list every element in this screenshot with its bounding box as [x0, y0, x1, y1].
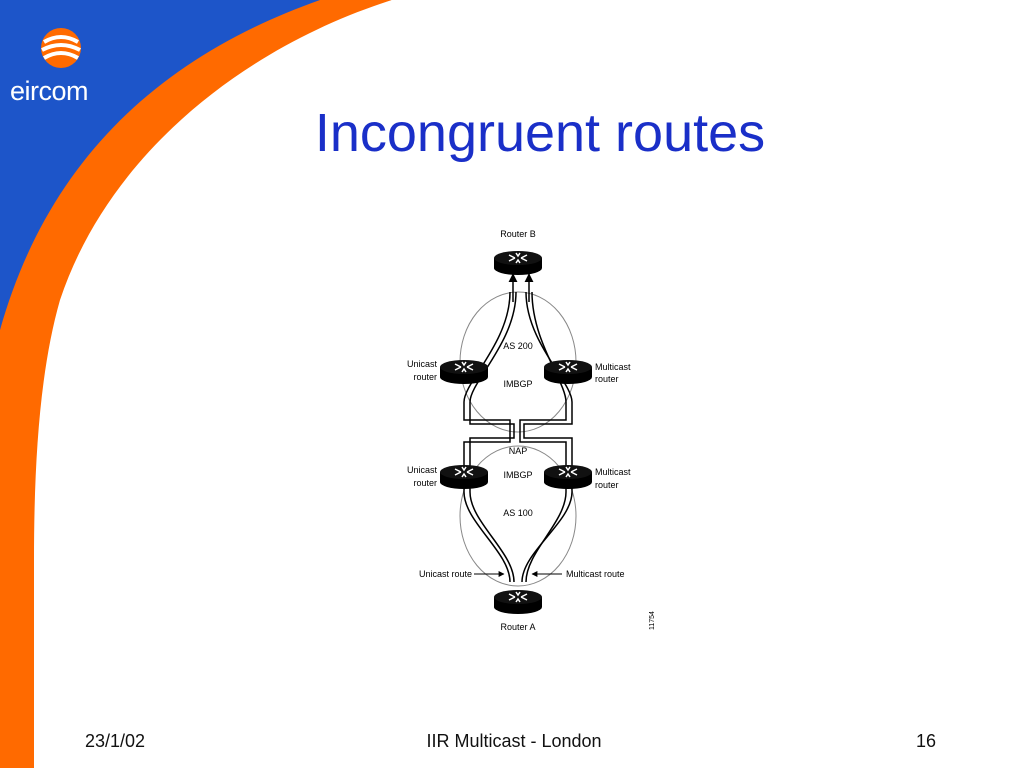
logo-globe-icon — [41, 28, 81, 68]
unicast-router-bottom-label-1: Unicast — [407, 465, 438, 475]
nap-label: NAP — [509, 446, 528, 456]
page-number: 16 — [915, 731, 936, 751]
as100-boundary — [459, 445, 577, 587]
imbgp-bottom-label: IMBGP — [503, 470, 532, 480]
multicast-router-top-label-2: router — [595, 374, 619, 384]
blue-corner — [0, 0, 320, 330]
footer-title: IIR Multicast - London — [426, 731, 602, 751]
router-a-label: Router A — [500, 622, 535, 632]
multicast-router-bottom-label-1: Multicast — [595, 467, 631, 477]
multicast-route-label: Multicast route — [566, 569, 625, 579]
multicast-router-top-label-1: Multicast — [595, 362, 631, 372]
incongruent-routes-diagram: Router B AS 200 Unicast router Multicast… — [407, 229, 656, 632]
unicast-router-top-label-1: Unicast — [407, 359, 438, 369]
router-a-icon — [493, 589, 543, 615]
multicast-router-bottom-label-2: router — [595, 480, 619, 490]
unicast-router-bottom-label-2: router — [413, 478, 437, 488]
router-b-icon — [493, 250, 543, 276]
multicast-router-top-icon — [543, 359, 593, 385]
unicast-route-label: Unicast route — [419, 569, 472, 579]
orange-band — [0, 0, 392, 768]
footer-date: 23/1/02 — [85, 731, 146, 751]
imbgp-top-label: IMBGP — [503, 379, 532, 389]
unicast-path — [463, 291, 517, 583]
figure-number: 11754 — [649, 611, 656, 630]
multicast-router-bottom-icon — [543, 464, 593, 490]
router-b-label: Router B — [500, 229, 536, 239]
as100-label: AS 100 — [503, 508, 533, 518]
eircom-logo: eircom — [6, 24, 116, 106]
unicast-router-bottom-icon — [439, 464, 489, 490]
unicast-router-top-label-2: router — [413, 372, 437, 382]
logo-text: eircom — [10, 76, 89, 106]
multicast-path — [519, 291, 573, 583]
unicast-router-top-icon — [439, 359, 489, 385]
slide-title: Incongruent routes — [314, 103, 766, 163]
as200-label: AS 200 — [503, 341, 533, 351]
white-band — [60, 0, 1024, 768]
